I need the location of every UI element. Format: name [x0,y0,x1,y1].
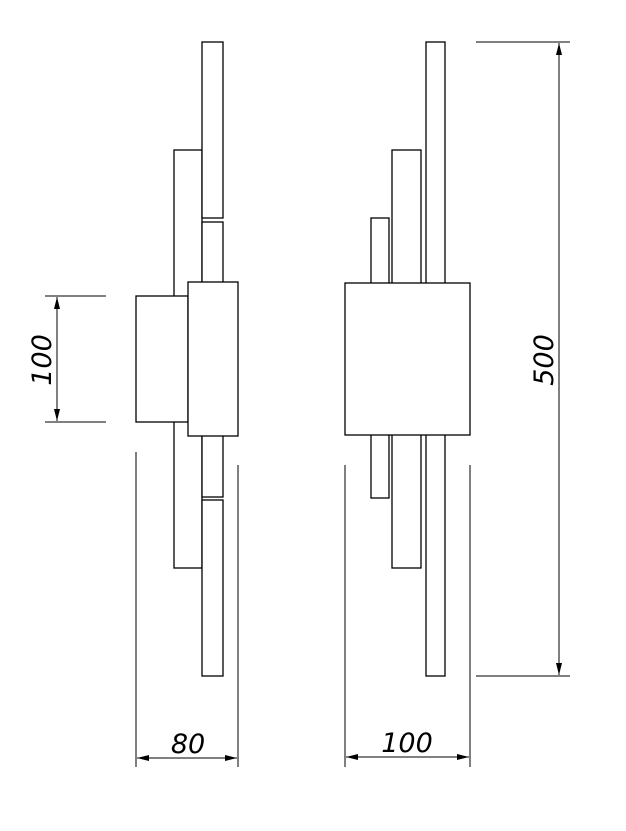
dimension-label-total-height: 500 [529,334,560,386]
side-front-rod-lower-upper [201,434,224,498]
dimension-front-width: 100 [344,465,471,767]
side-view [135,41,239,677]
dimension-side-depth: 80 [135,452,239,767]
side-front-rod-lower [201,499,224,677]
dimension-label-side-depth: 80 [171,729,205,760]
side-front-rod-upper-lower [201,221,224,285]
side-front-rod-upper [201,41,224,219]
front-housing [344,282,471,436]
side-housing [187,281,239,437]
dimension-label-front-width: 100 [381,728,433,759]
side-wall-plate [135,295,189,423]
dimension-total-height: 500 [476,41,570,677]
dimension-label-side-plate-height: 100 [27,334,58,386]
dimension-side-plate-height: 100 [27,295,106,423]
front-view [344,41,471,677]
